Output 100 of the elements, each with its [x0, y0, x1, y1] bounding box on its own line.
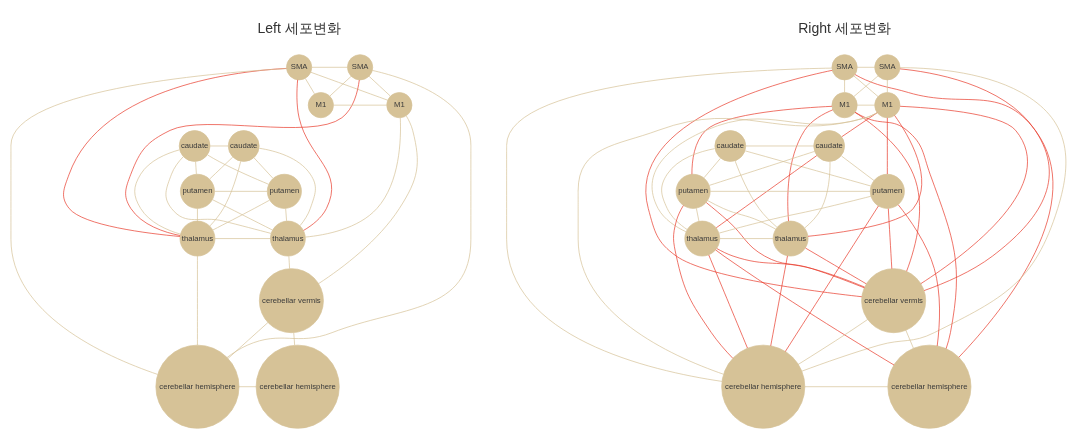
connector — [226, 69, 472, 358]
connector — [125, 79, 360, 236]
connector — [801, 66, 1067, 371]
connector — [197, 255, 198, 345]
connector — [887, 207, 893, 269]
node-circle: cerebellar vermis — [259, 267, 324, 333]
node-circle: M1 — [874, 91, 901, 118]
connector — [210, 145, 229, 146]
node-circle: thalamus — [684, 220, 721, 256]
connector — [707, 199, 777, 229]
node-circle: SMA — [874, 53, 901, 80]
connector — [853, 75, 879, 97]
node-circle: cerebellar hemisphere — [887, 344, 972, 429]
node-circle: SMA — [347, 53, 374, 80]
connector — [703, 157, 721, 178]
connector — [887, 116, 888, 174]
connector — [715, 249, 895, 365]
connector — [238, 385, 257, 387]
connector — [333, 104, 387, 105]
connector — [691, 105, 833, 175]
connector — [577, 111, 878, 375]
connector — [854, 73, 1054, 358]
node-circle: putamen — [266, 173, 302, 209]
connector — [696, 207, 700, 222]
connector — [197, 207, 198, 221]
label: Right 세포변화 — [798, 19, 891, 36]
connector — [745, 150, 872, 186]
node-circle: M1 — [307, 91, 334, 118]
node-circle: cerebellar vermis — [861, 267, 926, 333]
connector — [329, 75, 352, 96]
connector — [745, 145, 814, 146]
node-circle: cerebellar hemisphere — [155, 344, 240, 429]
connector — [318, 115, 418, 284]
connector — [368, 75, 391, 96]
connector — [207, 154, 269, 185]
connector — [506, 67, 833, 382]
connector — [165, 155, 272, 234]
connector — [253, 156, 274, 178]
node-circle: thalamus — [270, 220, 306, 256]
connector — [841, 111, 878, 137]
connector — [770, 255, 788, 346]
connector — [710, 190, 871, 192]
connector — [305, 117, 401, 237]
connector — [227, 321, 269, 359]
connector — [673, 204, 734, 359]
connector — [899, 105, 1028, 284]
connector — [844, 79, 845, 93]
connector — [784, 205, 879, 352]
connector — [293, 331, 295, 345]
connector — [214, 237, 271, 239]
connector — [195, 160, 197, 174]
node-circle: putamen — [180, 173, 215, 209]
node-circle: putamen — [869, 173, 905, 209]
connector — [854, 111, 920, 272]
connector — [797, 318, 869, 365]
connector — [209, 160, 241, 226]
connector — [719, 237, 774, 239]
connector — [304, 77, 315, 94]
connector — [718, 195, 872, 233]
node-circle: cerebellar hemisphere — [255, 344, 340, 429]
connector — [804, 160, 831, 228]
node-circle: thalamus — [179, 220, 216, 256]
connector — [787, 109, 834, 221]
connector — [715, 154, 818, 228]
connector — [856, 66, 875, 68]
node-circle: putamen — [675, 173, 711, 209]
connector — [899, 68, 1050, 291]
connector — [134, 149, 181, 234]
connector — [854, 111, 957, 349]
connector — [708, 254, 748, 348]
node-circle: caudate — [714, 129, 747, 162]
connector — [651, 111, 878, 232]
node-circle: cerebellar hemisphere — [721, 344, 806, 429]
connector — [296, 78, 332, 231]
node-circle: caudate — [178, 129, 211, 162]
connector — [705, 201, 865, 288]
connector — [887, 79, 888, 93]
connector — [804, 385, 889, 387]
connector — [905, 329, 914, 348]
connector — [897, 203, 940, 346]
connector — [805, 247, 867, 284]
connector — [285, 207, 287, 221]
connector — [661, 147, 716, 230]
connector — [63, 67, 287, 237]
connector — [214, 190, 268, 192]
connector — [310, 71, 389, 101]
connector — [10, 67, 287, 375]
connector — [734, 160, 778, 227]
connector — [716, 247, 865, 287]
node-circle: M1 — [831, 91, 858, 118]
connector — [288, 255, 290, 269]
label: Left 세포변화 — [257, 19, 341, 36]
node-circle: caudate — [813, 129, 845, 162]
connector — [258, 147, 316, 226]
node-circle: SMA — [831, 53, 858, 80]
connector — [807, 114, 923, 237]
node-circle: caudate — [227, 129, 260, 162]
node-circle: SMA — [286, 53, 313, 80]
node-circle: thalamus — [772, 220, 809, 256]
node-circle: M1 — [386, 91, 413, 118]
